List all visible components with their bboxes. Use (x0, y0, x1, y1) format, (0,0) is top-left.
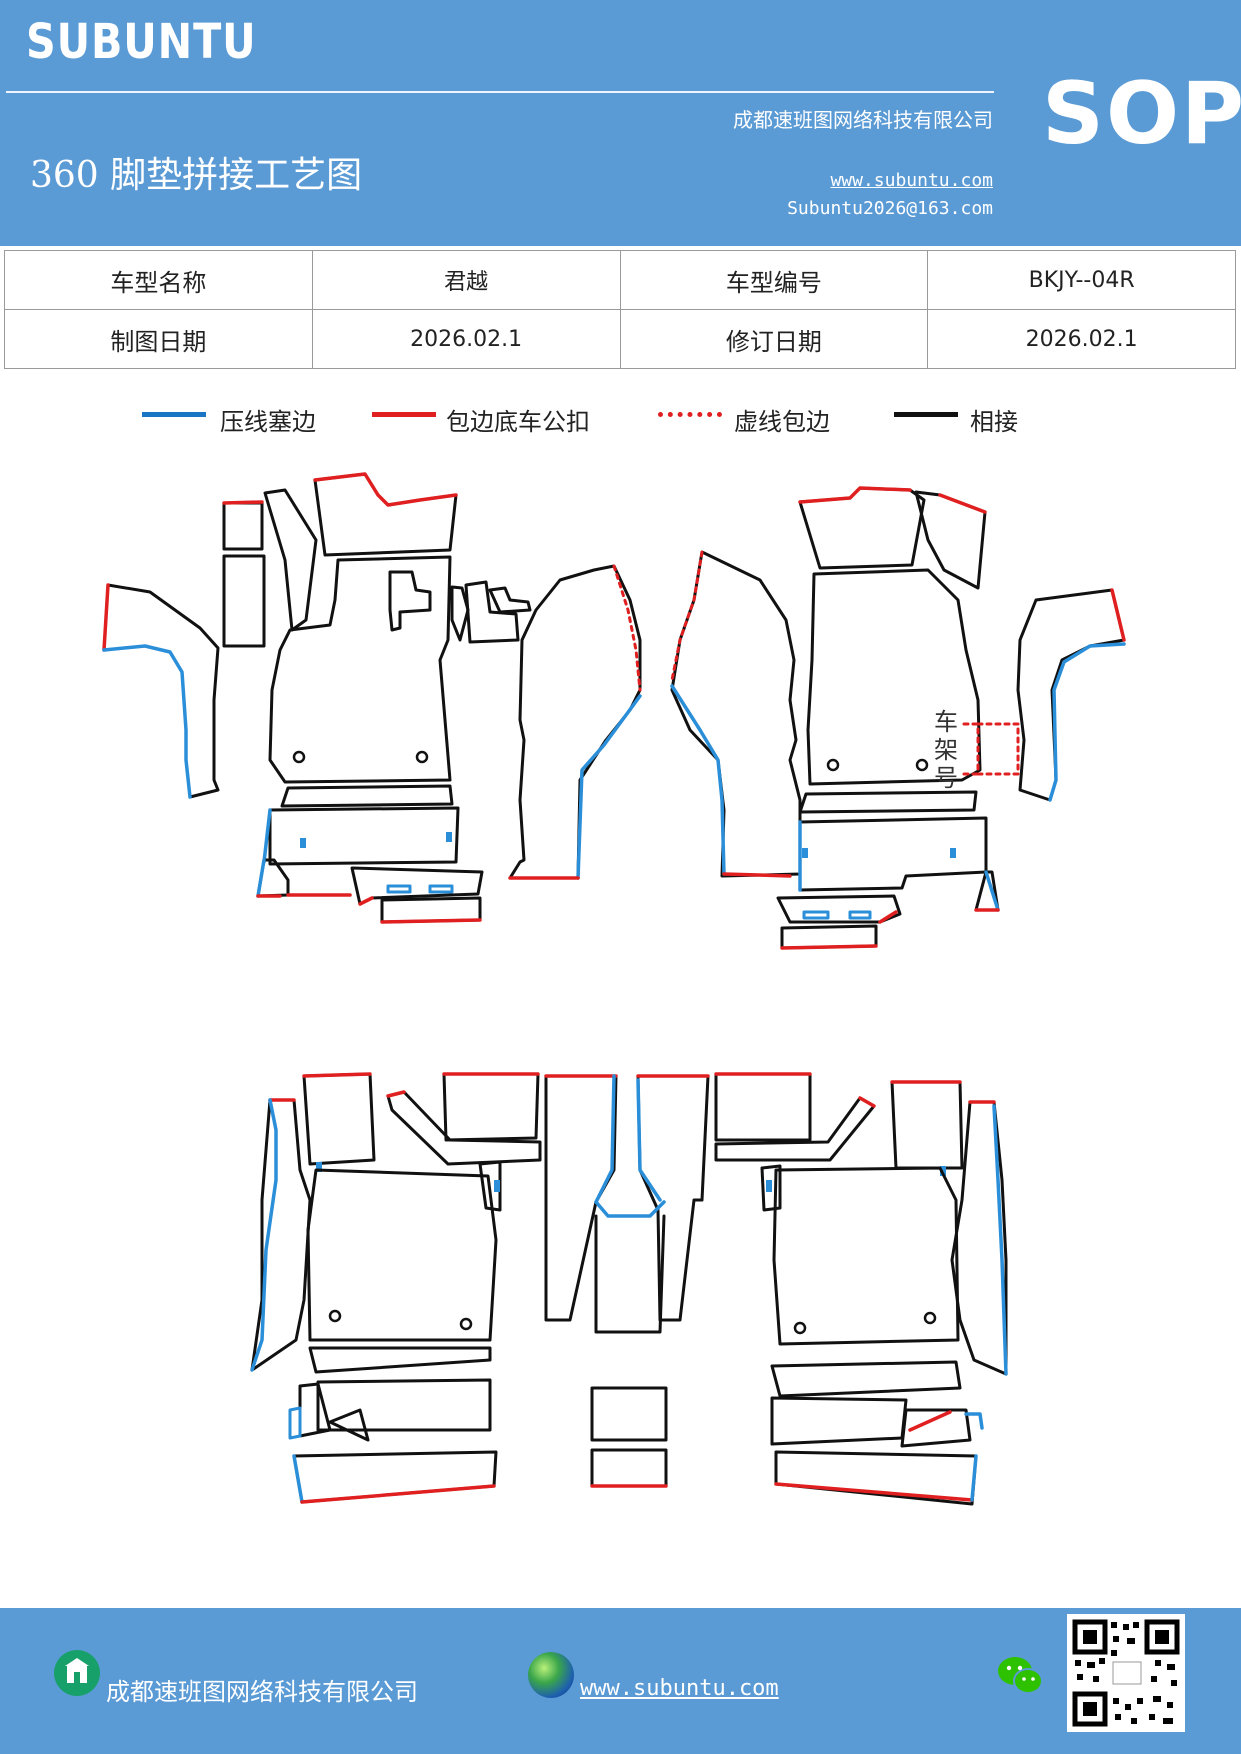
legend-label: 压线塞边 (220, 408, 316, 436)
header-website-link[interactable]: www.subuntu.com (830, 170, 993, 191)
red-line-swatch (372, 412, 436, 417)
header-company: 成都速班图网络科技有限公司 (733, 108, 993, 132)
model-code-label: 车型编号 (619, 250, 929, 310)
legend-label: 虚线包边 (734, 408, 830, 436)
qr-code (1067, 1614, 1185, 1732)
globe-icon (528, 1652, 574, 1698)
page-footer: 成都速班图网络科技有限公司 www.subuntu.com (0, 1608, 1241, 1754)
vehicle-info-table: 车型名称 君越 车型编号 BKJY--04R 制图日期 2026.02.1 修订… (4, 250, 1236, 369)
model-name-label: 车型名称 (4, 250, 313, 310)
revision-date-value: 2026.02.1 (927, 309, 1236, 369)
blue-line-swatch (142, 412, 206, 417)
header-divider (6, 91, 994, 93)
wechat-icon[interactable] (996, 1654, 1044, 1698)
top-right-mat-group (670, 486, 1126, 950)
draw-date-value: 2026.02.1 (311, 309, 621, 369)
draw-date-label: 制图日期 (4, 309, 313, 369)
company-icon (54, 1650, 100, 1696)
legend: 压线塞边 包边底车公扣 虚线包边 相接 (0, 400, 1241, 440)
model-name-value: 君越 (311, 250, 621, 310)
header-email: Subuntu2026@163.com (787, 198, 993, 219)
black-line-swatch (894, 412, 958, 417)
model-code-value: BKJY--04R (927, 250, 1236, 310)
frame-number-label: 车架号 (934, 708, 958, 792)
bottom-center-mat-group (544, 1074, 710, 1488)
footer-website-link[interactable]: www.subuntu.com (580, 1676, 779, 1701)
table-row: 制图日期 2026.02.1 修订日期 2026.02.1 (4, 309, 1236, 369)
footer-company: 成都速班图网络科技有限公司 (106, 1678, 418, 1706)
legend-label: 相接 (970, 408, 1018, 436)
revision-date-label: 修订日期 (619, 309, 929, 369)
page-header: SUBUNTU 成都速班图网络科技有限公司 360 脚垫拼接工艺图 www.su… (0, 0, 1241, 246)
top-left-mat-group (102, 472, 642, 924)
bottom-left-mat-group (250, 1072, 542, 1504)
brand-logo: SUBUNTU (26, 14, 257, 70)
bottom-right-mat-group (714, 1072, 1008, 1506)
legend-label: 包边底车公扣 (446, 408, 590, 436)
dotted-line-swatch (658, 412, 722, 417)
sop-badge: SOP (1042, 64, 1241, 164)
table-row: 车型名称 君越 车型编号 BKJY--04R (4, 250, 1236, 310)
page-title: 360 脚垫拼接工艺图 (30, 155, 363, 196)
